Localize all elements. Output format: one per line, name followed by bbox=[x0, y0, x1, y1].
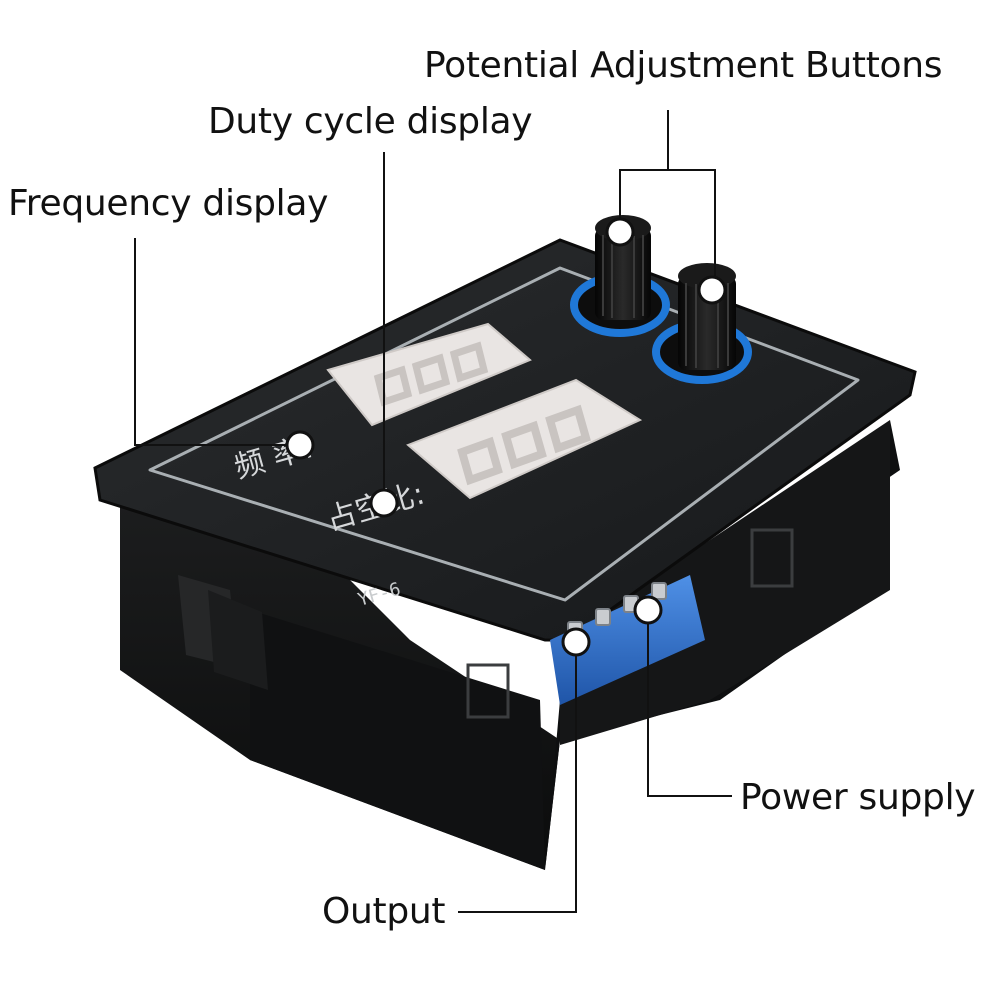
callout-power-supply: Power supply bbox=[740, 777, 976, 818]
callout-duty-cycle-display: Duty cycle display bbox=[208, 101, 533, 142]
terminal-block-body bbox=[550, 575, 705, 705]
knob-left-ridges bbox=[602, 235, 644, 318]
housing-clips bbox=[466, 528, 794, 719]
callout-output: Output bbox=[322, 891, 446, 932]
callout-dots bbox=[285, 217, 727, 657]
housing-bottom-wall bbox=[250, 610, 545, 870]
duty-cycle-display-window bbox=[406, 378, 643, 500]
knob-right[interactable] bbox=[652, 263, 752, 384]
leader-potential-right bbox=[668, 169, 716, 290]
side-switch[interactable] bbox=[178, 575, 268, 690]
knob-left-shaft bbox=[595, 228, 651, 320]
leader-output bbox=[458, 642, 577, 913]
leader-frequency bbox=[134, 238, 300, 446]
frequency-display-window bbox=[326, 322, 532, 427]
leader-potential bbox=[619, 110, 669, 232]
dot-knob-right bbox=[697, 275, 727, 305]
callout-frequency-display: Frequency display bbox=[8, 183, 329, 224]
dot-power bbox=[633, 595, 663, 625]
duty-cycle-digits bbox=[457, 404, 591, 486]
dot-output bbox=[561, 627, 591, 657]
frequency-digits bbox=[373, 341, 489, 407]
leader-lines bbox=[134, 110, 732, 913]
leader-power bbox=[647, 610, 732, 797]
clip-left bbox=[466, 663, 510, 719]
dot-duty-cycle bbox=[369, 488, 399, 518]
callout-potential-adjustment-buttons: Potential Adjustment Buttons bbox=[424, 45, 943, 86]
dot-frequency bbox=[285, 430, 315, 460]
dot-knob-left bbox=[605, 217, 635, 247]
face-plate-border-line bbox=[148, 266, 860, 602]
clip-right bbox=[750, 528, 794, 588]
